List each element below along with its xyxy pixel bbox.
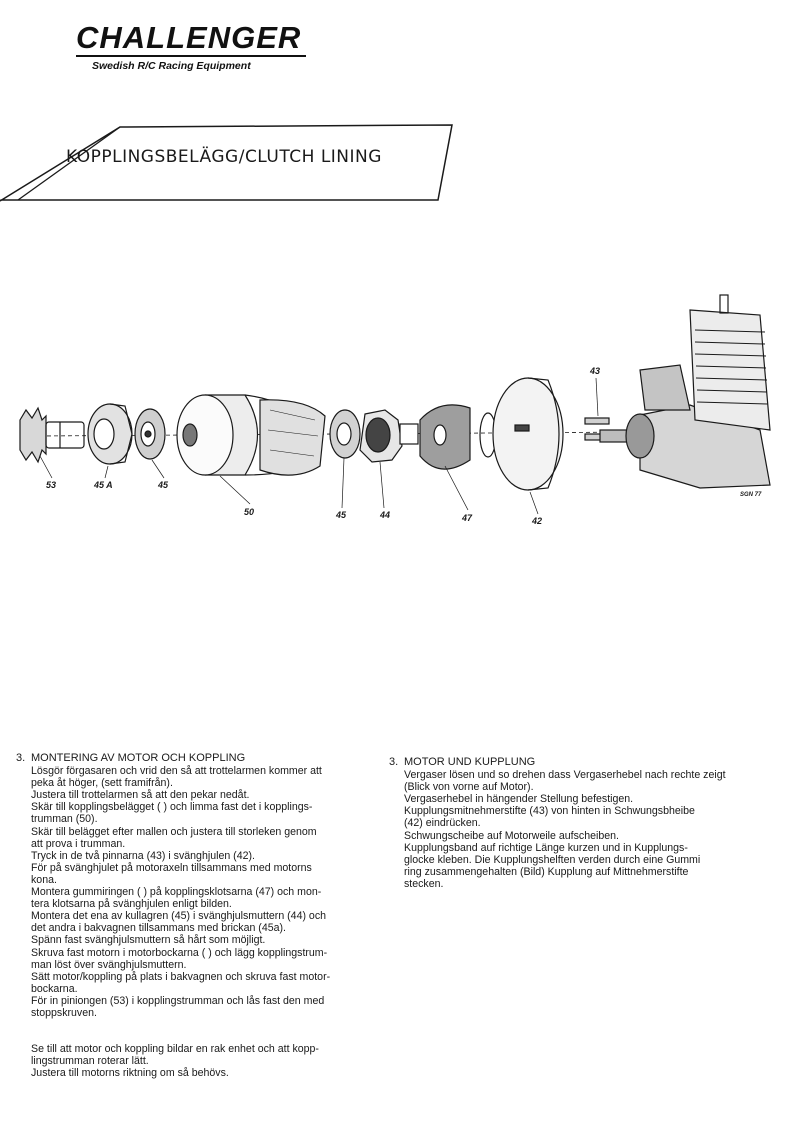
clutch-lining-drawing	[259, 399, 326, 476]
text-line: Montera det ena av kullagren (45) i svän…	[31, 910, 327, 923]
part-label-50: 50	[244, 507, 254, 517]
footer-line: Justera till motorns riktning om så behö…	[31, 1067, 229, 1080]
text-line: man löst över svänghjulsmuttern.	[31, 958, 187, 971]
text-line: ring zusammengehalten (Bild) Kupplung au…	[404, 865, 689, 878]
text-line: Sätt motor/koppling på plats i bakvagnen…	[31, 970, 331, 983]
german-steps: Vergaser lösen und so drehen dass Vergas…	[389, 769, 767, 890]
text-line: För på svänghjulet på motoraxeln tillsam…	[31, 861, 312, 874]
title-banner-frame	[0, 124, 453, 202]
section-title: MONTERING AV MOTOR OCH KOPPLING	[31, 752, 246, 764]
banner-title: KOPPLINGSBELÄGG/CLUTCH LINING	[66, 147, 382, 167]
part-label-47: 47	[461, 513, 473, 523]
text-line: Vergaserhebel in hängender Stellung befe…	[404, 793, 634, 806]
text-line: glocke kleben. Die Kupplungshelften verd…	[404, 853, 701, 866]
instructions-german: 3. MOTOR UND KUPPLUNG Vergaser lösen und…	[389, 756, 767, 890]
bearing-45-second-drawing	[329, 409, 361, 459]
text-line: Montera gummiringen ( ) på kopplingsklot…	[31, 886, 322, 899]
text-line: Skruva fast motorn i motorbockarna ( ) o…	[31, 946, 328, 959]
part-label-45: 45	[157, 480, 169, 490]
footer-line: lingstrumman roterar lätt.	[31, 1055, 149, 1068]
text-line: Kupplungsband auf richtige Länge kurzen …	[404, 841, 688, 854]
paragraph-gap	[31, 1019, 380, 1043]
flywheel-42-drawing	[492, 377, 564, 491]
bearing-45-drawing	[134, 408, 166, 460]
flywheel-nut-44-drawing	[359, 409, 419, 463]
section-title: MOTOR UND KUPPLUNG	[404, 756, 536, 768]
text-line: För in piniongen (53) i kopplingstrumman…	[31, 994, 325, 1007]
text-line: Spänn fast svänghjulsmuttern så hårt som…	[31, 934, 266, 947]
text-line: Kupplungsmitnehmerstifte (43) von hinten…	[404, 805, 695, 818]
brand-logo-name: CHALLENGER	[76, 20, 302, 55]
text-line: Justera till trottelarmen så att den pek…	[31, 789, 250, 802]
text-line: Skär till belägget efter mallen och just…	[31, 825, 317, 838]
section-heading-german: 3. MOTOR UND KUPPLUNG	[389, 756, 767, 768]
part-label-44: 44	[379, 510, 390, 520]
text-line: kona.	[31, 873, 57, 886]
text-line: att prova i trumman.	[31, 837, 126, 850]
text-line: Schwungscheibe auf Motorweile aufscheibe…	[404, 829, 619, 842]
pinion-gear-drawing	[19, 406, 85, 464]
text-line: stoppskruven.	[31, 1006, 97, 1019]
text-line: Lösgör förgasaren och vrid den så att tr…	[31, 765, 322, 778]
clutch-shoes-47-drawing	[419, 404, 497, 470]
part-label-45-second: 45	[335, 510, 347, 520]
part-label-42: 42	[531, 516, 542, 526]
artist-signature: SGN 77	[740, 492, 762, 498]
exploded-assembly-diagram: 53 45 A 45 50 45 44 47 42 43 SGN 77	[19, 294, 771, 526]
text-line: Vergaser lösen und so drehen dass Vergas…	[404, 769, 726, 782]
text-line: Tryck in de två pinnarna (43) i svänghju…	[31, 849, 255, 862]
section-heading-swedish: 3. MONTERING AV MOTOR OCH KOPPLING	[16, 752, 380, 764]
swedish-steps: Lösgör förgasaren och vrid den så att tr…	[16, 765, 380, 1079]
part-label-53: 53	[46, 480, 56, 490]
part-label-45a: 45 A	[93, 480, 113, 490]
text-line: det andra i bakvagnen tillsammans med br…	[31, 922, 286, 935]
text-line: (Blick von vorne auf Motor).	[404, 781, 534, 794]
text-line: trumman (50).	[31, 813, 98, 826]
instructions-swedish: 3. MONTERING AV MOTOR OCH KOPPLING Lösgö…	[16, 752, 380, 1079]
brand-underline	[76, 55, 306, 57]
text-line: (42) eindrücken.	[404, 817, 481, 830]
text-line: bockarna.	[31, 982, 78, 995]
text-line: Skär till kopplingsbelägget ( ) och limm…	[31, 801, 313, 814]
section-number: 3.	[16, 752, 26, 764]
text-line: tera klotsarna på svänghjulen enligt bil…	[31, 898, 232, 911]
bearing-45a-drawing	[87, 403, 133, 465]
text-line: stecken.	[404, 877, 444, 890]
engine-drawing	[599, 294, 771, 489]
part-label-43: 43	[589, 366, 600, 376]
brand-block: CHALLENGER Swedish R/C Racing Equipment	[76, 22, 306, 72]
footer-line: Se till att motor och koppling bildar en…	[31, 1043, 319, 1056]
text-line: peka åt höger, (sett framifrån).	[31, 777, 173, 790]
section-number: 3.	[389, 756, 399, 768]
brand-tagline: Swedish R/C Racing Equipment	[92, 60, 251, 72]
